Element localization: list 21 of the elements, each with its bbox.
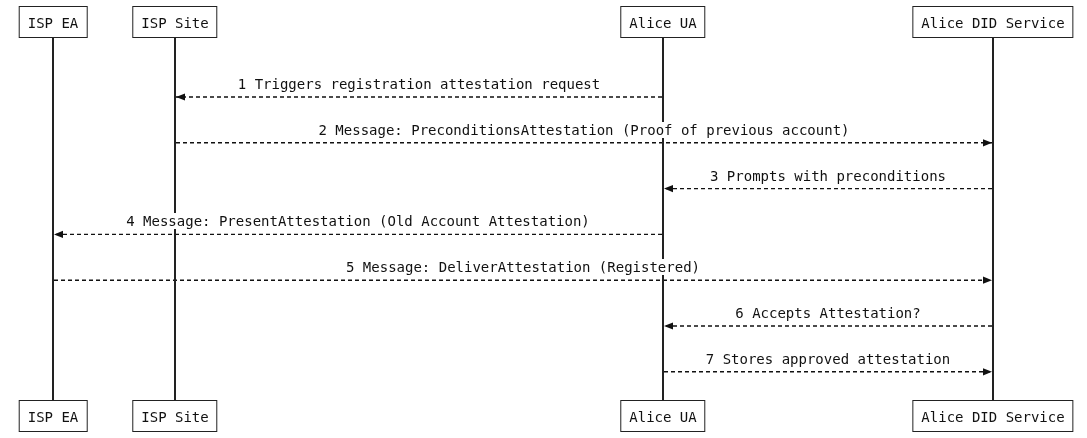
message-label: 3 Prompts with preconditions [708,167,948,184]
lifeline [662,38,664,400]
message-arrow [53,276,993,284]
lifeline [52,38,54,400]
participant-box: ISP Site [132,6,218,38]
message-label: 6 Accepts Attestation? [733,305,923,321]
message-arrow [663,185,993,193]
participant-box: ISP EA [18,400,88,432]
lifeline [992,38,994,400]
participant-box: Alice UA [620,400,706,432]
message-arrow [663,322,993,330]
lifeline [174,38,176,400]
participant-box: ISP Site [132,400,218,432]
message-arrow [663,368,993,376]
message-arrow [53,230,663,238]
participant-box: ISP EA [18,6,88,38]
message-arrow [175,93,663,101]
participant-box: Alice DID Service [912,400,1074,432]
participant-box: Alice DID Service [912,6,1074,38]
message-arrow [175,139,993,147]
participant-box: Alice UA [620,6,706,38]
